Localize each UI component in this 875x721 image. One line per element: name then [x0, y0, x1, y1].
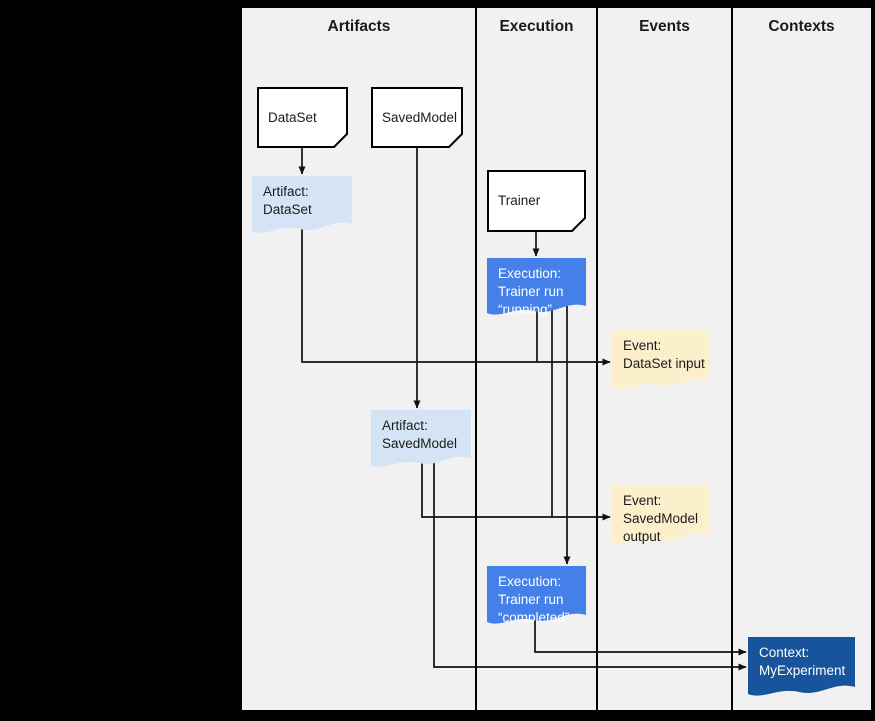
lane-divider [596, 8, 598, 710]
lane-header-execution: Execution [499, 18, 574, 35]
edge-artifact-dataset-to-event-dataset-input [301, 228, 611, 366]
lane-header-events: Events [639, 18, 690, 35]
node-label: Trainer run [498, 592, 564, 607]
node-artifact-savedmodel: Artifact: SavedModel [371, 410, 471, 470]
node-context-myexperiment: Context: MyExperiment [748, 637, 855, 699]
node-execution-completed: Execution: Trainer run “completed” [487, 566, 586, 627]
node-trainer: Trainer [487, 170, 586, 232]
node-label: Event: [623, 493, 662, 508]
node-execution-running: Execution: Trainer run “running” [487, 258, 586, 318]
node-label: SavedModel [382, 436, 458, 451]
node-label: “running” [498, 302, 553, 317]
node-label: SavedModel [382, 109, 458, 125]
node-label: MyExperiment [759, 663, 846, 678]
node-dataset: DataSet [257, 87, 348, 148]
node-label: DataSet [263, 202, 312, 217]
edge-artifact-savedmodel-to-context [433, 458, 747, 671]
node-label: output [623, 529, 661, 544]
lane-header-contexts: Contexts [768, 18, 835, 35]
lane-divider [475, 8, 477, 710]
node-label: Execution: [498, 266, 562, 281]
node-event-savedmodel-output: Event: SavedModel output [612, 485, 710, 547]
node-savedmodel: SavedModel [371, 87, 463, 148]
node-label: “completed” [498, 610, 570, 625]
swimlane-diagram: Artifacts Execution Events Contexts Data… [242, 8, 871, 710]
edge-execution-completed-to-context [534, 616, 747, 656]
edges-layer [298, 148, 747, 671]
edge-artifact-savedmodel-to-event-savedmodel-output [421, 458, 611, 521]
node-label: Trainer run [498, 284, 564, 299]
node-label: Event: [623, 338, 662, 353]
node-artifact-dataset: Artifact: DataSet [252, 176, 352, 236]
node-label: Execution: [498, 574, 562, 589]
lane-divider [731, 8, 733, 710]
node-label: DataSet input [623, 356, 705, 371]
node-event-dataset-input: Event: DataSet input [612, 330, 710, 392]
node-label: Trainer [498, 193, 541, 208]
node-label: Artifact: [263, 184, 309, 199]
node-label: Artifact: [382, 418, 428, 433]
node-label: Context: [759, 645, 810, 660]
lane-header-artifacts: Artifacts [327, 18, 391, 35]
node-label: SavedModel [623, 511, 699, 526]
node-label: DataSet [268, 109, 317, 125]
